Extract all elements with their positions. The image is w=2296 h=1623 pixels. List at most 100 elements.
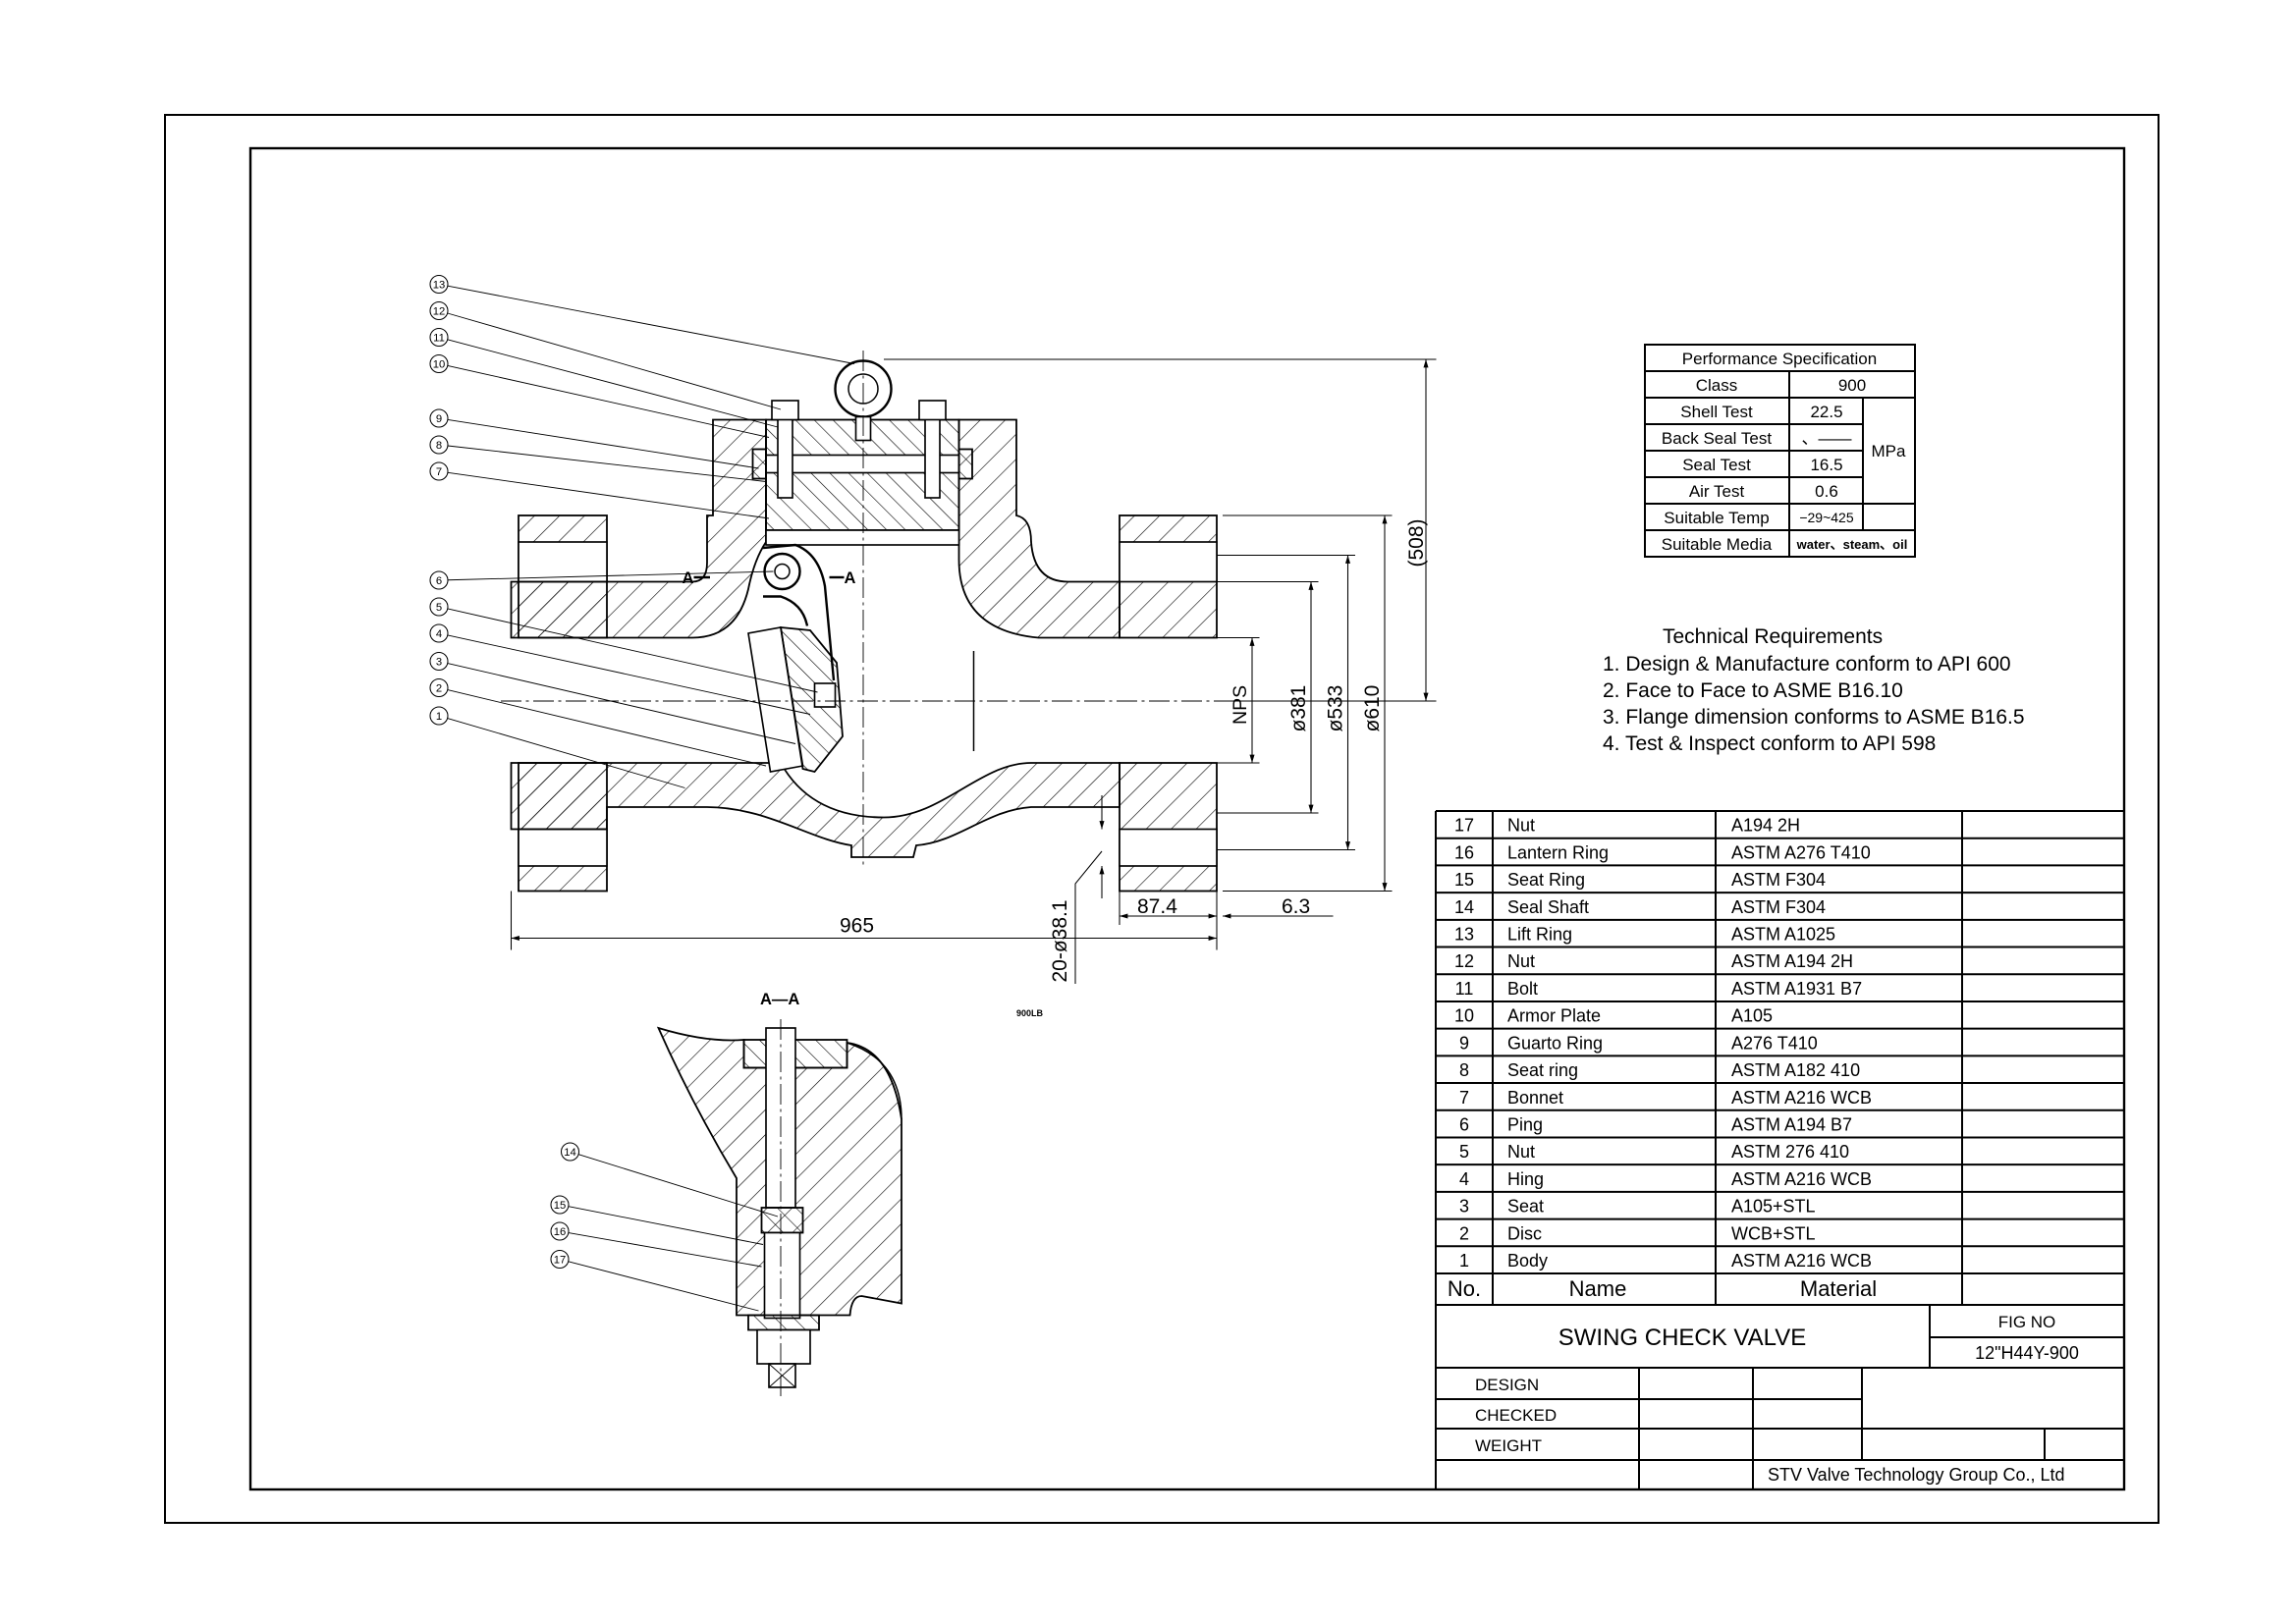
part-name: Ping: [1507, 1114, 1543, 1134]
part-material: A276 T410: [1731, 1033, 1818, 1053]
company-name: STV Valve Technology Group Co., Ltd: [1768, 1465, 2065, 1485]
air-test-label: Air Test: [1689, 482, 1745, 501]
bonnet-bolt: [924, 408, 941, 499]
bolt-nut: [918, 400, 947, 421]
section-title: A—A: [760, 991, 799, 1008]
parts-row: 17 Nut A194 2H: [1436, 816, 2124, 839]
part-no: 7: [1459, 1088, 1469, 1108]
part-no: 11: [1455, 979, 1474, 999]
part-no: 13: [1454, 925, 1474, 945]
class-label: Class: [1696, 376, 1738, 395]
part-no: 9: [1459, 1033, 1469, 1053]
dim-bore: NPS: [1230, 685, 1251, 725]
part-material: A194 2H: [1731, 816, 1800, 836]
balloon-number: 11: [433, 333, 445, 345]
leader-line: [447, 634, 811, 715]
lantern-ring: [760, 1207, 804, 1234]
part-no: 16: [1454, 842, 1474, 862]
part-name: Seat: [1507, 1197, 1544, 1217]
media-label: Suitable Media: [1662, 535, 1773, 554]
balloon-circle: [429, 274, 449, 295]
guarto-ring: [751, 448, 767, 480]
part-no: 2: [1459, 1223, 1469, 1243]
balloon-number: 10: [433, 359, 446, 371]
parts-row: 2 Disc WCB+STL: [1436, 1223, 2124, 1248]
balloon-number: 15: [554, 1200, 567, 1212]
part-material: ASTM A216 WCB: [1731, 1251, 1872, 1271]
right-flange-bottom: [1119, 762, 1218, 893]
part-no: 6: [1459, 1114, 1469, 1134]
requirement-item: 3. Flange dimension conforms to ASME B16…: [1603, 706, 2025, 729]
parts-row: 9 Guarto Ring A276 T410: [1436, 1033, 2124, 1057]
balloon-number: 14: [564, 1147, 576, 1159]
part-material: ASTM A216 WCB: [1731, 1169, 1872, 1189]
balloon-number: 12: [433, 306, 446, 318]
balloon-circle: [429, 327, 449, 348]
dim-bolt-circle: ø533: [1325, 685, 1347, 732]
balloon-callout: 16: [550, 1221, 762, 1268]
part-name: Seat ring: [1507, 1060, 1578, 1080]
bonnet-bolt: [777, 408, 793, 499]
part-material: ASTM F304: [1731, 897, 1826, 917]
balloon-number: 13: [433, 280, 446, 292]
part-material: WCB+STL: [1731, 1223, 1816, 1243]
part-name: Nut: [1507, 816, 1535, 836]
header-name: Name: [1569, 1276, 1627, 1301]
balloon-number: 7: [436, 466, 442, 478]
part-material: ASTM F304: [1731, 870, 1826, 890]
part-no: 17: [1454, 816, 1474, 836]
dim-bolt-holes: 20-ø38.1: [1049, 899, 1071, 982]
part-name: Disc: [1507, 1223, 1542, 1243]
balloon-callout: 13: [429, 274, 855, 364]
leader-line: [568, 1261, 759, 1312]
header-material: Material: [1800, 1276, 1877, 1301]
balloon-callout: 8: [429, 435, 767, 482]
balloon-callout: 6: [429, 570, 774, 590]
balloon-circle: [550, 1195, 570, 1215]
balloon-number: 17: [554, 1255, 567, 1267]
dim-overall-length: 965: [840, 915, 874, 938]
part-name: Seat Ring: [1507, 870, 1585, 890]
seat-ring-aa: [763, 1231, 801, 1320]
balloon-callout: 4: [429, 623, 811, 715]
balloon-circle: [429, 623, 449, 643]
part-name: Lift Ring: [1507, 925, 1572, 945]
air-test-value: 0.6: [1815, 482, 1838, 501]
leader-line: [447, 365, 770, 438]
part-no: 14: [1454, 897, 1474, 917]
weight-label: WEIGHT: [1475, 1436, 1542, 1455]
balloon-callout: 2: [429, 677, 767, 767]
header-no: No.: [1448, 1276, 1481, 1301]
balloon-number: 9: [436, 413, 442, 425]
dim-flange-thickness: 87.4: [1137, 895, 1177, 918]
leader-line: [447, 285, 855, 364]
section-a-a-view: [656, 1019, 902, 1396]
balloon-circle: [429, 408, 449, 428]
valve-section-view: A A (508) ø610 ø533 ø381 NPS: [429, 274, 1437, 1396]
balloon-circle: [429, 461, 449, 481]
balloon-number: 2: [436, 683, 442, 695]
part-name: Guarto Ring: [1507, 1033, 1603, 1053]
dim-raised-face-dia: ø381: [1287, 685, 1310, 732]
balloon-circle: [429, 353, 449, 374]
outer-frame: [164, 114, 2159, 1524]
nut-aa: [756, 1328, 811, 1365]
balloon-circle: [429, 706, 449, 726]
part-no: 8: [1459, 1060, 1469, 1080]
requirement-item: 2. Face to Face to ASME B16.10: [1603, 679, 1903, 702]
leader-line: [447, 608, 818, 693]
part-material: A105: [1731, 1006, 1773, 1026]
balloon-callout: 1: [429, 706, 685, 788]
part-name: Bonnet: [1507, 1088, 1563, 1108]
balloon-callout: 12: [429, 300, 782, 410]
